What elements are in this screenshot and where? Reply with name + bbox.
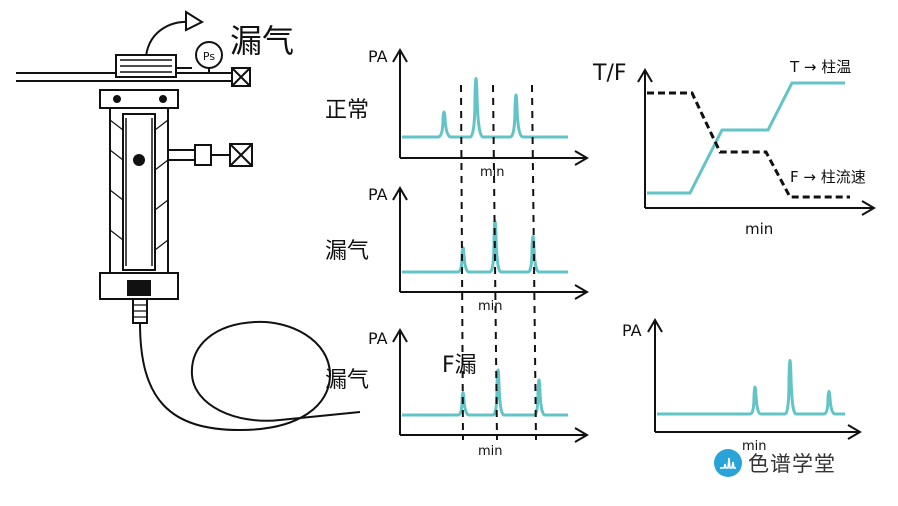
gauge-label: Ps [203,50,215,63]
row3-trace [402,368,568,417]
row2-label: 漏气 [325,239,369,264]
row3-label: 漏气 [325,368,369,393]
program-chart: T/F min T → 柱温 F → 柱流速 [592,58,876,238]
row3-annotation: F漏 [442,353,477,378]
flow-label: F → 柱流速 [790,168,866,186]
row2-y-axis-label: PA [368,185,388,204]
chromatogram-panels: PA min PA min PA min 正常 漏气 漏气 F漏 [325,47,589,459]
result-x-axis-label: min [742,439,767,454]
row1-x-axis-label: min [480,165,505,180]
row3-y-axis-label: PA [368,329,388,348]
chromatogram-logo-icon [714,449,742,477]
brand-name: 色谱学堂 [748,452,836,476]
row1-label: 正常 [325,98,369,123]
result-trace [657,359,845,416]
row2-axes [392,186,589,300]
temperature-label: T → 柱温 [789,58,851,76]
row1-axes [392,48,589,166]
row1-y-axis-label: PA [368,47,388,66]
row3-x-axis-label: min [478,444,503,459]
temperature-program-line [647,81,845,195]
leak-label-top: 漏气 [230,22,294,60]
row2-x-axis-label: min [478,299,503,314]
program-x-axis-label: min [745,220,773,238]
row1-trace [402,77,568,139]
brand-logo: 色谱学堂 [714,448,836,478]
result-y-axis-label: PA [622,321,642,340]
injector-drawing [16,10,361,432]
result-chart: PA min [622,318,862,454]
program-y-axis-label: T/F [592,61,627,86]
flow-program-line [647,91,850,199]
row2-trace [402,220,568,274]
row3-axes [392,328,589,443]
